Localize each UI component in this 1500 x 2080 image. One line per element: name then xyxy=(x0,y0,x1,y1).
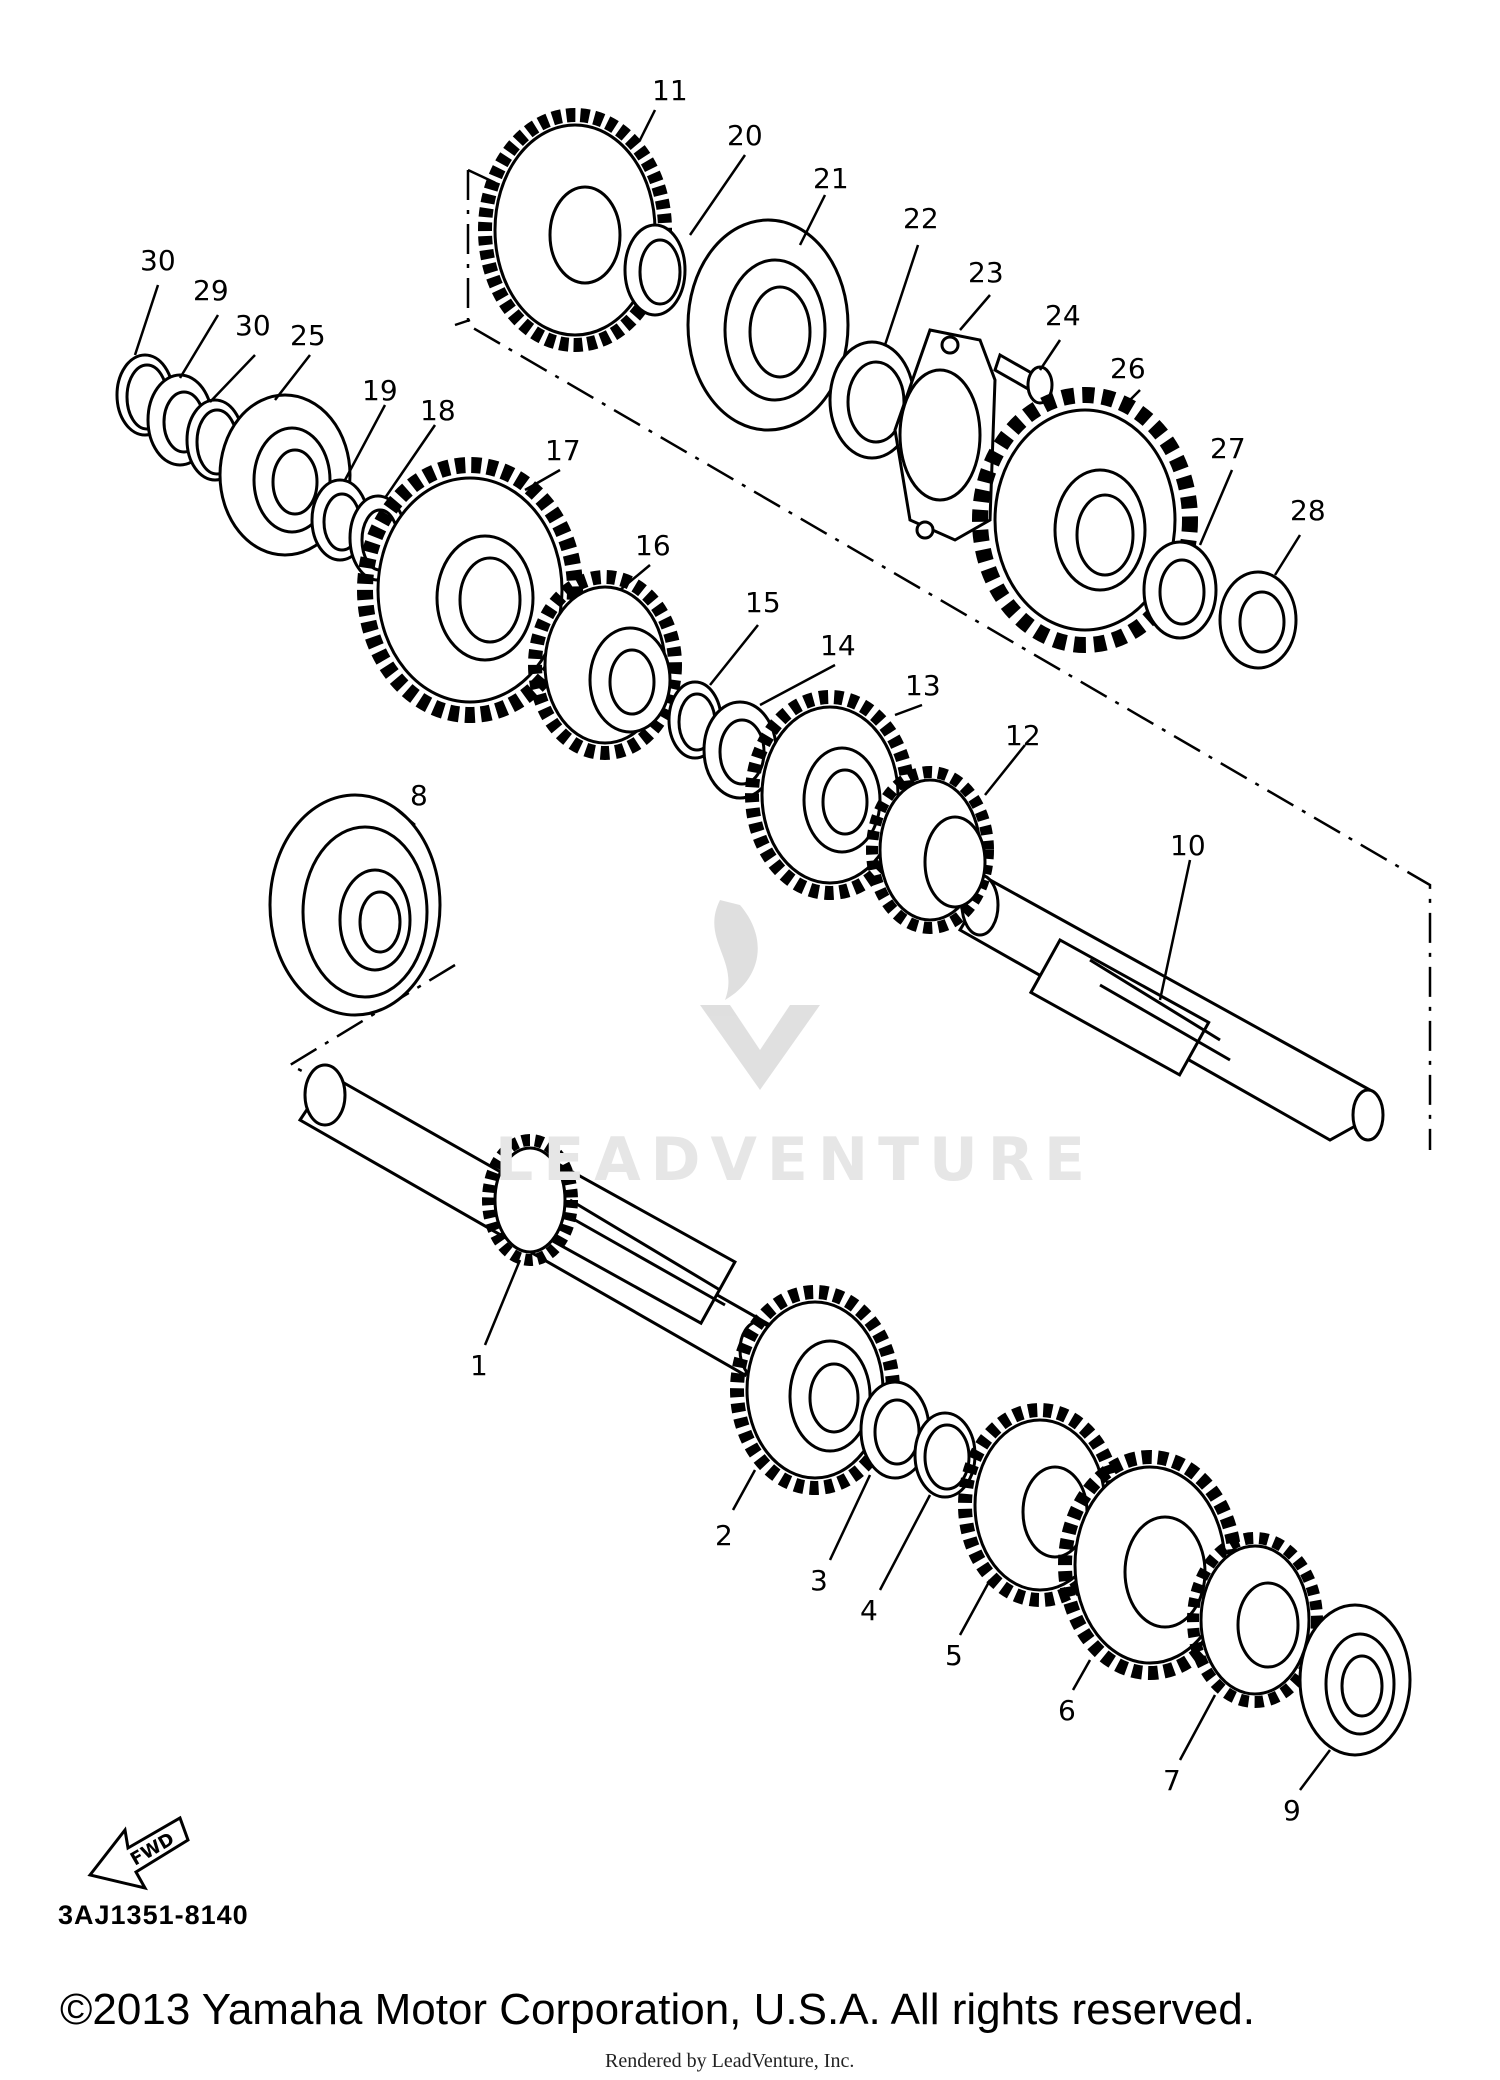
drive-sprocket-26 xyxy=(972,387,1198,653)
part-label-20: 20 xyxy=(727,119,763,152)
part-label-15: 15 xyxy=(745,586,781,619)
part-label-17: 17 xyxy=(545,434,581,467)
retainer-plate-23 xyxy=(893,328,997,542)
gear-16 xyxy=(528,570,682,760)
oil-seal-22 xyxy=(828,340,916,460)
part-label-24: 24 xyxy=(1045,299,1081,332)
watermark-logo xyxy=(700,900,820,1090)
circlip-4 xyxy=(913,1411,977,1499)
part-label-2: 2 xyxy=(715,1519,733,1552)
lock-washer-27 xyxy=(1142,540,1218,640)
gear-1-integral xyxy=(482,1134,578,1266)
part-labels: 11 20 21 22 23 24 26 27 28 30 29 30 25 1… xyxy=(140,74,1326,1827)
part-label-14: 14 xyxy=(820,629,856,662)
part-label-5: 5 xyxy=(945,1639,963,1672)
part-label-8: 8 xyxy=(410,779,428,812)
part-label-11: 11 xyxy=(652,74,688,107)
part-label-19: 19 xyxy=(362,374,398,407)
part-label-3: 3 xyxy=(810,1564,828,1597)
part-label-29: 29 xyxy=(193,274,229,307)
part-label-28: 28 xyxy=(1290,494,1326,527)
part-label-1: 1 xyxy=(470,1349,488,1382)
part-label-12: 12 xyxy=(1005,719,1041,752)
part-label-10: 10 xyxy=(1170,829,1206,862)
gear-7 xyxy=(1187,1532,1323,1708)
copyright-notice: ©2013 Yamaha Motor Corporation, U.S.A. A… xyxy=(60,1985,1255,2034)
part-label-7: 7 xyxy=(1163,1764,1181,1797)
bearing-8 xyxy=(268,793,442,1017)
part-label-9: 9 xyxy=(1283,1794,1301,1827)
part-label-21: 21 xyxy=(813,162,849,195)
part-label-23: 23 xyxy=(968,256,1004,289)
part-label-18: 18 xyxy=(420,394,456,427)
part-label-30-b: 30 xyxy=(235,309,271,342)
collar-20 xyxy=(623,223,687,317)
gear-12 xyxy=(866,766,994,934)
part-label-27: 27 xyxy=(1210,432,1246,465)
fwd-arrow-icon: FWD xyxy=(87,1815,190,1891)
countershaft xyxy=(957,873,1385,1142)
rendered-by-notice: Rendered by LeadVenture, Inc. xyxy=(605,2050,855,2072)
leader-lines xyxy=(133,109,1331,1791)
bearing-9 xyxy=(1298,1603,1412,1757)
drawing-code: 3AJ1351-8140 xyxy=(58,1900,249,1930)
gear-11 xyxy=(478,108,672,352)
part-label-4: 4 xyxy=(860,1594,878,1627)
gear-17 xyxy=(357,457,583,723)
part-label-13: 13 xyxy=(905,669,941,702)
part-label-30-a: 30 xyxy=(140,244,176,277)
part-label-25: 25 xyxy=(290,319,326,352)
bolt-24 xyxy=(993,352,1054,405)
part-label-22: 22 xyxy=(903,202,939,235)
part-label-26: 26 xyxy=(1110,352,1146,385)
bearing-21 xyxy=(686,218,850,432)
nut-28 xyxy=(1218,570,1298,670)
part-label-6: 6 xyxy=(1058,1694,1076,1727)
watermark-text: LEADVENTURE xyxy=(495,1125,1095,1195)
part-label-16: 16 xyxy=(635,529,671,562)
